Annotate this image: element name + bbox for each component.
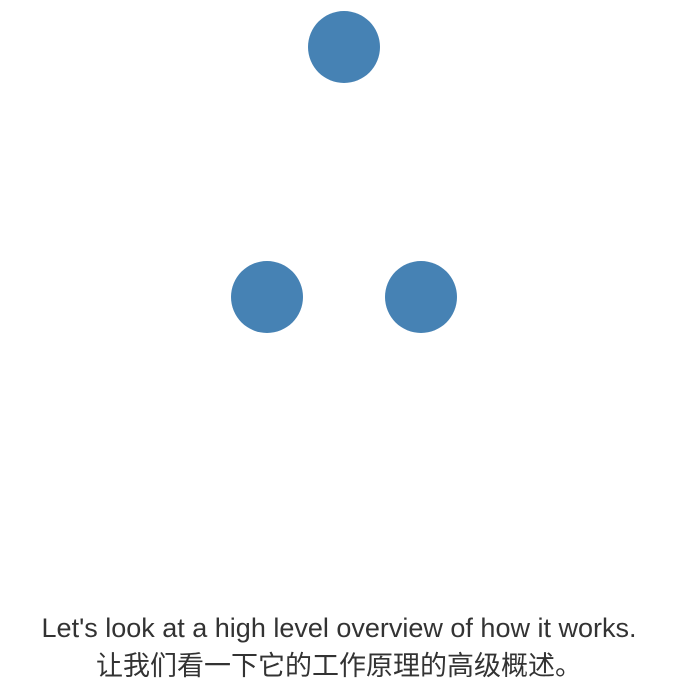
diagram-canvas	[231, 11, 457, 333]
caption-chinese: 让我们看一下它的工作原理的高级概述。	[96, 651, 582, 682]
caption-english: Let's look at a high level overview of h…	[41, 613, 637, 643]
node-circle-right	[385, 261, 457, 333]
node-circle-top	[308, 11, 380, 83]
node-circle-left	[231, 261, 303, 333]
